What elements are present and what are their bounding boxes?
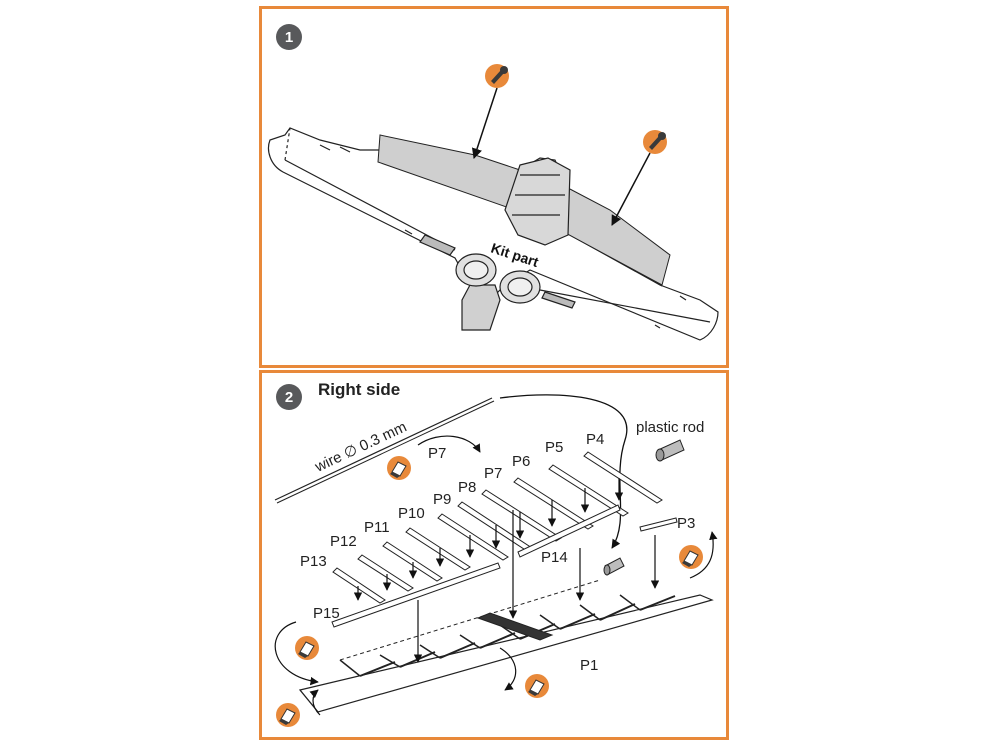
- arrow-right-flap: [611, 152, 651, 226]
- bend-icon: [524, 673, 550, 699]
- step-2-title: Right side: [318, 380, 401, 399]
- label-p13: P13: [300, 553, 327, 570]
- label-p6: P6: [512, 453, 530, 470]
- step-2-badge: 2: [276, 384, 302, 410]
- label-p15: P15: [313, 605, 340, 622]
- label-p10: P10: [398, 505, 425, 522]
- label-p7a: P7: [428, 445, 446, 462]
- label-p3: P3: [677, 515, 695, 532]
- step-2-panel: [259, 370, 729, 740]
- arrow-left-flap: [471, 87, 498, 159]
- bend-icon: [678, 544, 704, 570]
- label-p1: P1: [580, 657, 598, 674]
- bend-icon: [275, 702, 301, 728]
- rod-label: plastic rod: [636, 419, 704, 436]
- fuselage-center: [419, 157, 576, 331]
- bend-icon: [386, 455, 412, 481]
- bend-arrows: [274, 435, 718, 716]
- glue-icon: [485, 64, 509, 88]
- label-p8: P8: [458, 479, 476, 496]
- label-p9: P9: [433, 491, 451, 508]
- rib-parts: [331, 451, 678, 628]
- label-p14: P14: [541, 549, 568, 566]
- label-p12: P12: [330, 533, 357, 550]
- glue-icon: [643, 130, 667, 154]
- step-2-number: 2: [284, 388, 294, 406]
- step-1-number: 1: [284, 28, 294, 46]
- label-p4: P4: [586, 431, 604, 448]
- bend-icon: [294, 635, 320, 661]
- plastic-rod-part: [603, 439, 685, 576]
- assembly-arrows: [353, 478, 660, 663]
- p1-base-plate: [298, 579, 714, 713]
- label-p5: P5: [545, 439, 563, 456]
- wire-part: [274, 397, 495, 504]
- step-1-badge: 1: [276, 24, 302, 50]
- label-p11: P11: [364, 519, 390, 536]
- part-labels: P4 P5 P6 P7 P7 P8 P9 P10 P11 P12 P13 P14…: [300, 431, 695, 674]
- label-p7b: P7: [484, 465, 502, 482]
